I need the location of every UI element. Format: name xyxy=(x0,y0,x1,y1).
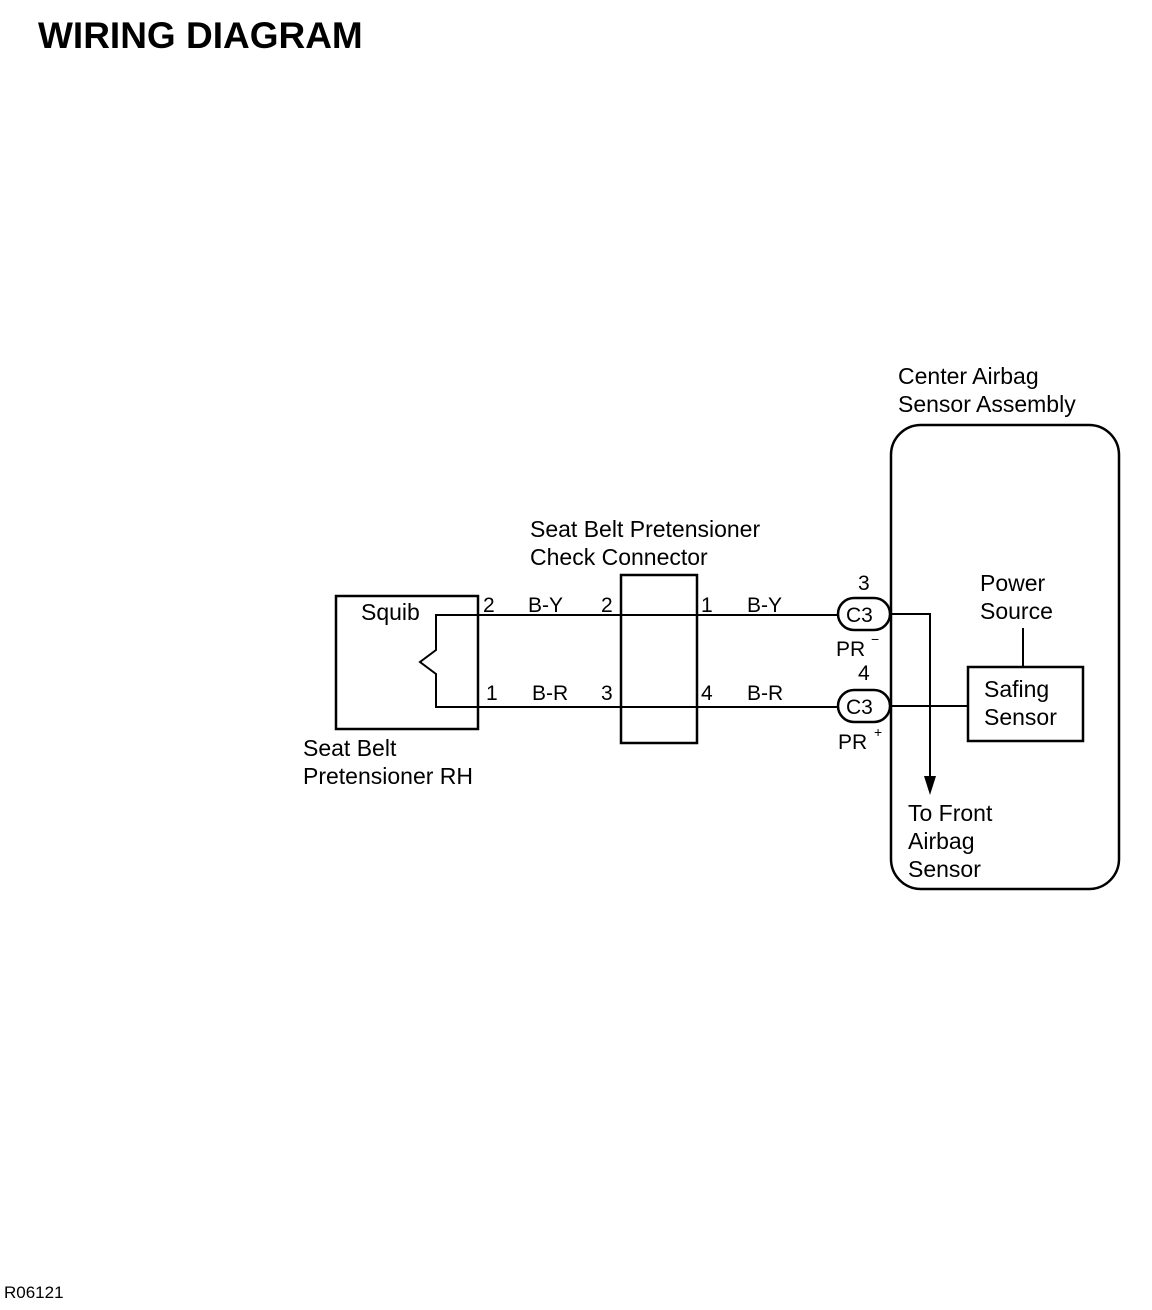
figure-code: R06121 xyxy=(4,1283,64,1302)
upper-check-out-pin: 1 xyxy=(701,594,713,617)
upper-c3-label: C3 xyxy=(846,604,873,627)
center-sensor-label-line2: Sensor Assembly xyxy=(898,391,1076,417)
lower-terminal-sign: + xyxy=(874,724,882,740)
safing-sensor-box xyxy=(966,665,1085,743)
squib-element xyxy=(418,614,478,708)
lower-c3-label: C3 xyxy=(846,696,873,719)
upper-terminal-label: PR xyxy=(836,638,865,661)
upper-terminal-sign: − xyxy=(871,631,879,647)
power-source-label-line1: Power xyxy=(980,570,1046,596)
check-connector-label-line2: Check Connector xyxy=(530,544,708,570)
center-sensor-label-line1: Center Airbag xyxy=(898,363,1039,389)
center-airbag-sensor-box xyxy=(889,423,1121,891)
upper-c3-pin: 3 xyxy=(858,572,870,595)
lower-terminal-label: PR xyxy=(838,731,867,754)
front-sensor-label-line1: To Front xyxy=(908,800,993,826)
pretensioner-box xyxy=(334,594,480,731)
lower-wire-color-left: B-R xyxy=(532,682,568,705)
front-sensor-wire xyxy=(890,613,931,780)
pretensioner-label-line2: Pretensioner RH xyxy=(303,763,473,789)
safing-sensor-label-line1: Safing xyxy=(984,676,1049,702)
check-connector-label-line1: Seat Belt Pretensioner xyxy=(530,516,760,542)
front-sensor-label-line3: Sensor xyxy=(908,856,981,882)
check-connector-box xyxy=(619,573,699,745)
squib-label: Squib xyxy=(361,599,420,625)
safing-sensor-label-line2: Sensor xyxy=(984,704,1057,730)
upper-check-in-pin: 2 xyxy=(601,594,613,617)
lower-pretensioner-pin: 1 xyxy=(486,682,498,705)
lower-c3-pin: 4 xyxy=(858,662,870,685)
page-title: WIRING DIAGRAM xyxy=(38,15,363,56)
front-sensor-label-line2: Airbag xyxy=(908,828,974,854)
upper-wire-color-left: B-Y xyxy=(528,594,563,617)
pretensioner-label-line1: Seat Belt xyxy=(303,735,397,761)
lower-check-in-pin: 3 xyxy=(601,682,613,705)
power-source-label-line2: Source xyxy=(980,598,1053,624)
lower-check-out-pin: 4 xyxy=(701,682,713,705)
upper-pretensioner-pin: 2 xyxy=(483,594,495,617)
front-sensor-arrow-icon xyxy=(924,776,936,795)
upper-wire-color-right: B-Y xyxy=(747,594,782,617)
lower-wire-color-right: B-R xyxy=(747,682,783,705)
